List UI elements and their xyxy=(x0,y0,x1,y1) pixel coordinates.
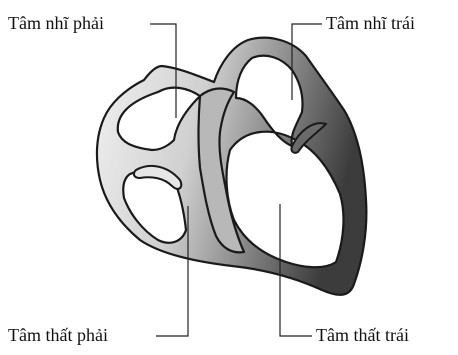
heart-wall xyxy=(97,38,366,295)
label-left-ventricle: Tâm thất trái xyxy=(316,325,409,345)
leader-right-ventricle xyxy=(156,206,188,336)
label-left-atrium: Tâm nhĩ trái xyxy=(326,13,415,33)
label-right-atrium: Tâm nhĩ phải xyxy=(8,13,104,33)
label-right-ventricle: Tâm thất phải xyxy=(8,325,108,345)
